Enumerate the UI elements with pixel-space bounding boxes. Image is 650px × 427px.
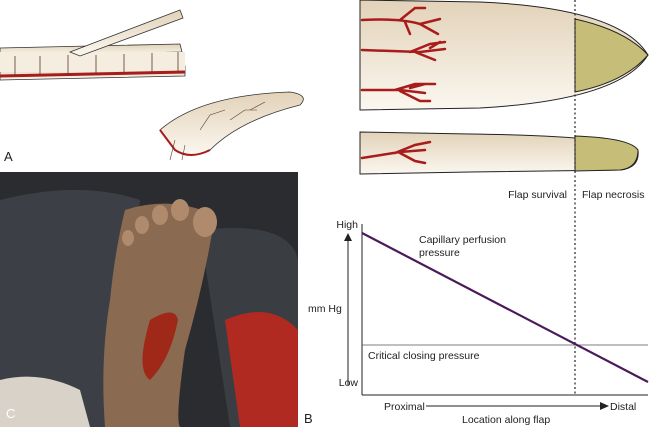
panel-label-b: B bbox=[304, 411, 313, 426]
necrosis-zone-small bbox=[574, 135, 639, 172]
vessels bbox=[360, 6, 447, 103]
necrosis-zone bbox=[574, 18, 649, 93]
critical-pressure-label: Critical closing pressure bbox=[368, 350, 480, 362]
panel-label-c: C bbox=[6, 406, 15, 421]
x-end-label: Distal bbox=[610, 401, 636, 413]
y-high-label: High bbox=[336, 219, 358, 231]
panel-a-flap-illustration bbox=[0, 9, 304, 161]
large-flap bbox=[359, 0, 649, 111]
capillary-perfusion-line bbox=[361, 232, 649, 383]
y-arrowhead-icon bbox=[344, 233, 352, 241]
x-arrowhead-icon bbox=[600, 402, 609, 410]
y-axis-label: mm Hg bbox=[308, 303, 342, 315]
perfusion-label-line2: pressure bbox=[419, 247, 460, 259]
y-low-label: Low bbox=[339, 377, 359, 389]
x-axis-label: Location along flap bbox=[462, 414, 550, 426]
panel-c-foot-photo bbox=[0, 172, 298, 427]
pressure-graph: High Low mm Hg Capillary perfusion press… bbox=[308, 219, 649, 426]
flap-survival-label: Flap survival bbox=[508, 189, 567, 201]
perfusion-label-line1: Capillary perfusion bbox=[419, 234, 506, 246]
panel-label-a: A bbox=[4, 149, 13, 164]
flap-necrosis-label: Flap necrosis bbox=[582, 189, 644, 201]
x-start-label: Proximal bbox=[384, 401, 425, 413]
small-flap bbox=[359, 131, 639, 175]
vessel bbox=[360, 140, 432, 165]
